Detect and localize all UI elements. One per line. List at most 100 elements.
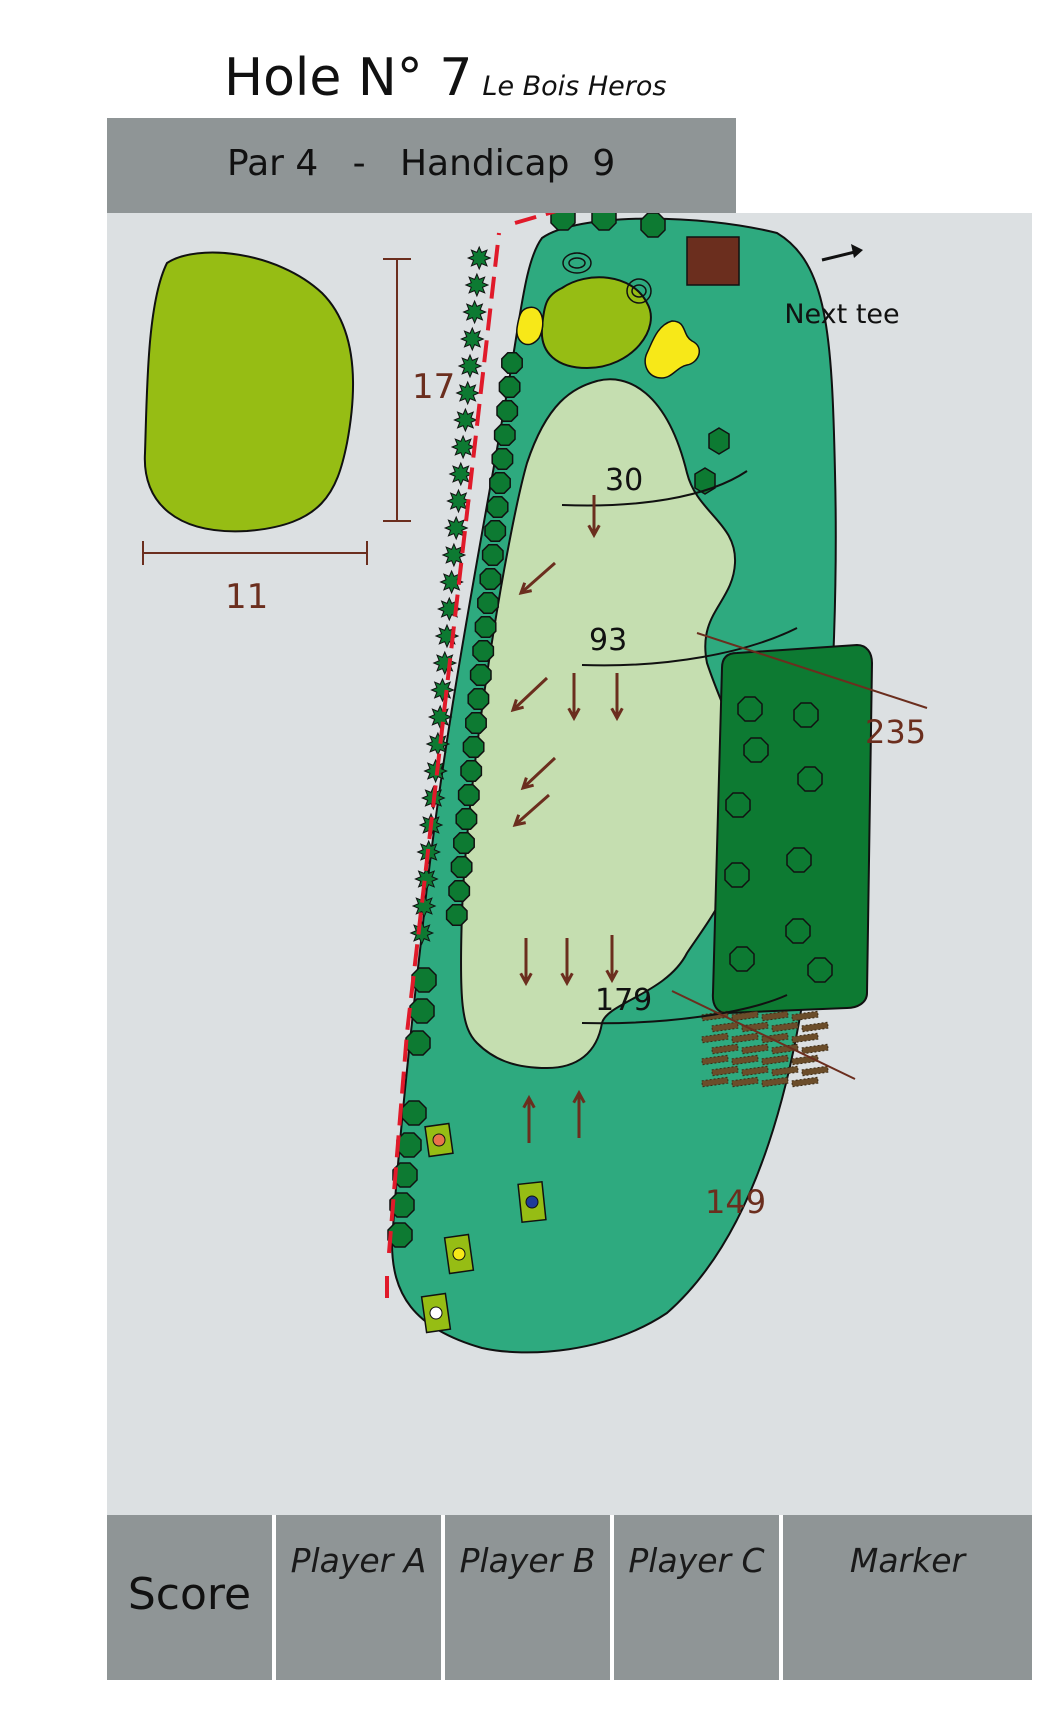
tree-icon [481,544,504,566]
direction-arrow-icon [522,1094,536,1143]
tree-icon [469,664,492,686]
tree-icon [389,1192,415,1218]
tree-icon [724,862,750,888]
column-player-c: Player C [628,1541,765,1580]
pine-tree-icon [425,731,451,757]
tree-icon [797,766,823,792]
distance-30: 30 [605,463,643,498]
distance-179: 179 [595,983,652,1018]
distance-93: 93 [589,623,627,658]
right-rough-trees [694,427,730,495]
score-cell-player-c[interactable]: Player C [614,1515,779,1680]
pine-tree-icon [430,677,455,703]
green-length-dimension [383,258,411,522]
tree-icon [493,424,516,446]
rough-patch [731,1076,759,1088]
tree-icon [479,568,502,590]
tree-icon [465,712,487,734]
direction-arrow-icon [520,756,557,791]
direction-arrow-icon [567,673,581,722]
green-detail [143,251,354,533]
rough-patch [771,1065,799,1077]
distance-lines [561,470,798,1025]
pine-tree-icon [455,380,480,406]
tree-icon [462,736,485,758]
tree-icon [729,946,755,972]
hole-title: Hole N° 7 [224,48,473,108]
green-width-label: 11 [225,577,268,617]
green-side-trees [550,213,666,238]
play-direction-arrows [510,495,624,1143]
tree-icon [392,1162,418,1188]
tree-icon [737,696,763,722]
pine-tree-icon [441,542,467,568]
score-table: Score Player A Player B Player C Marker [107,1515,1032,1680]
next-tee-label: Next tee [784,299,899,330]
rough-patch [701,1054,729,1066]
tree-icon [467,688,490,710]
tree-icon [807,957,833,983]
tree-icon [411,967,437,993]
rough-patch [791,1010,819,1022]
pine-tree-icon [411,893,437,919]
hole-diagram: 17 11 Next tee [142,213,928,1354]
rough-patch [731,1032,759,1044]
par-handicap-text: Par 4 - Handicap 9 [227,143,616,184]
distance-149: 149 [705,1183,766,1221]
rough-patch [701,1076,729,1088]
direction-arrow-icon [510,676,549,713]
score-label: Score [127,1569,252,1620]
column-player-a: Player A [290,1541,427,1580]
tree-icon [387,1222,413,1248]
tree-icon [489,472,511,494]
pine-tree-icon [450,434,476,460]
rough-patch [701,1032,729,1044]
pine-tree-icon [457,353,483,379]
column-marker: Marker [849,1541,966,1580]
woods-trees [724,696,833,983]
tree-icon [474,616,497,638]
direction-arrow-icon [512,793,550,828]
hatched-rough-zone [701,1010,829,1088]
score-cell-player-a[interactable]: Player A [276,1515,441,1680]
pine-tree-icon [443,515,469,541]
pine-tree-icon [448,461,474,487]
bunker-left [516,306,544,346]
tree-icon [496,400,519,422]
direction-arrow-icon [610,673,624,722]
woods-right [711,643,874,1015]
rough-patch [741,1043,769,1055]
rough-patch [711,1065,739,1077]
tree-icon [484,520,507,542]
tree-icon [486,496,509,518]
tree-icon [448,880,471,902]
direction-arrow-icon [587,495,601,539]
tree-icon [743,737,769,763]
tee-red [424,1122,454,1158]
par-handicap-bar: Par 4 - Handicap 9 [107,118,736,213]
green-length-label: 17 [412,367,455,407]
score-cell-player-b[interactable]: Player B [445,1515,610,1680]
pine-tree-icon [460,326,485,352]
pine-tree-icon [439,569,464,595]
rough-patch [711,1021,739,1033]
pine-tree-icon [453,407,478,433]
out-of-bounds-line [385,213,557,1298]
score-cell-marker[interactable]: Marker [783,1515,1032,1680]
direction-arrow-icon [518,561,556,596]
rough-patch [741,1021,769,1033]
rough-patch [801,1043,829,1055]
tree-icon [445,904,468,926]
rough-patch [731,1054,759,1066]
tree-icon [472,640,495,662]
tree-icon [453,832,475,854]
pine-tree-icon [464,272,490,298]
woods-distance-lines [671,632,928,1080]
bunker-right [644,320,701,379]
tee-white [420,1292,452,1334]
tree-icon [460,760,483,782]
tree-icon [491,448,514,470]
green-width-dimension [142,541,368,565]
tree-icon [793,702,819,728]
